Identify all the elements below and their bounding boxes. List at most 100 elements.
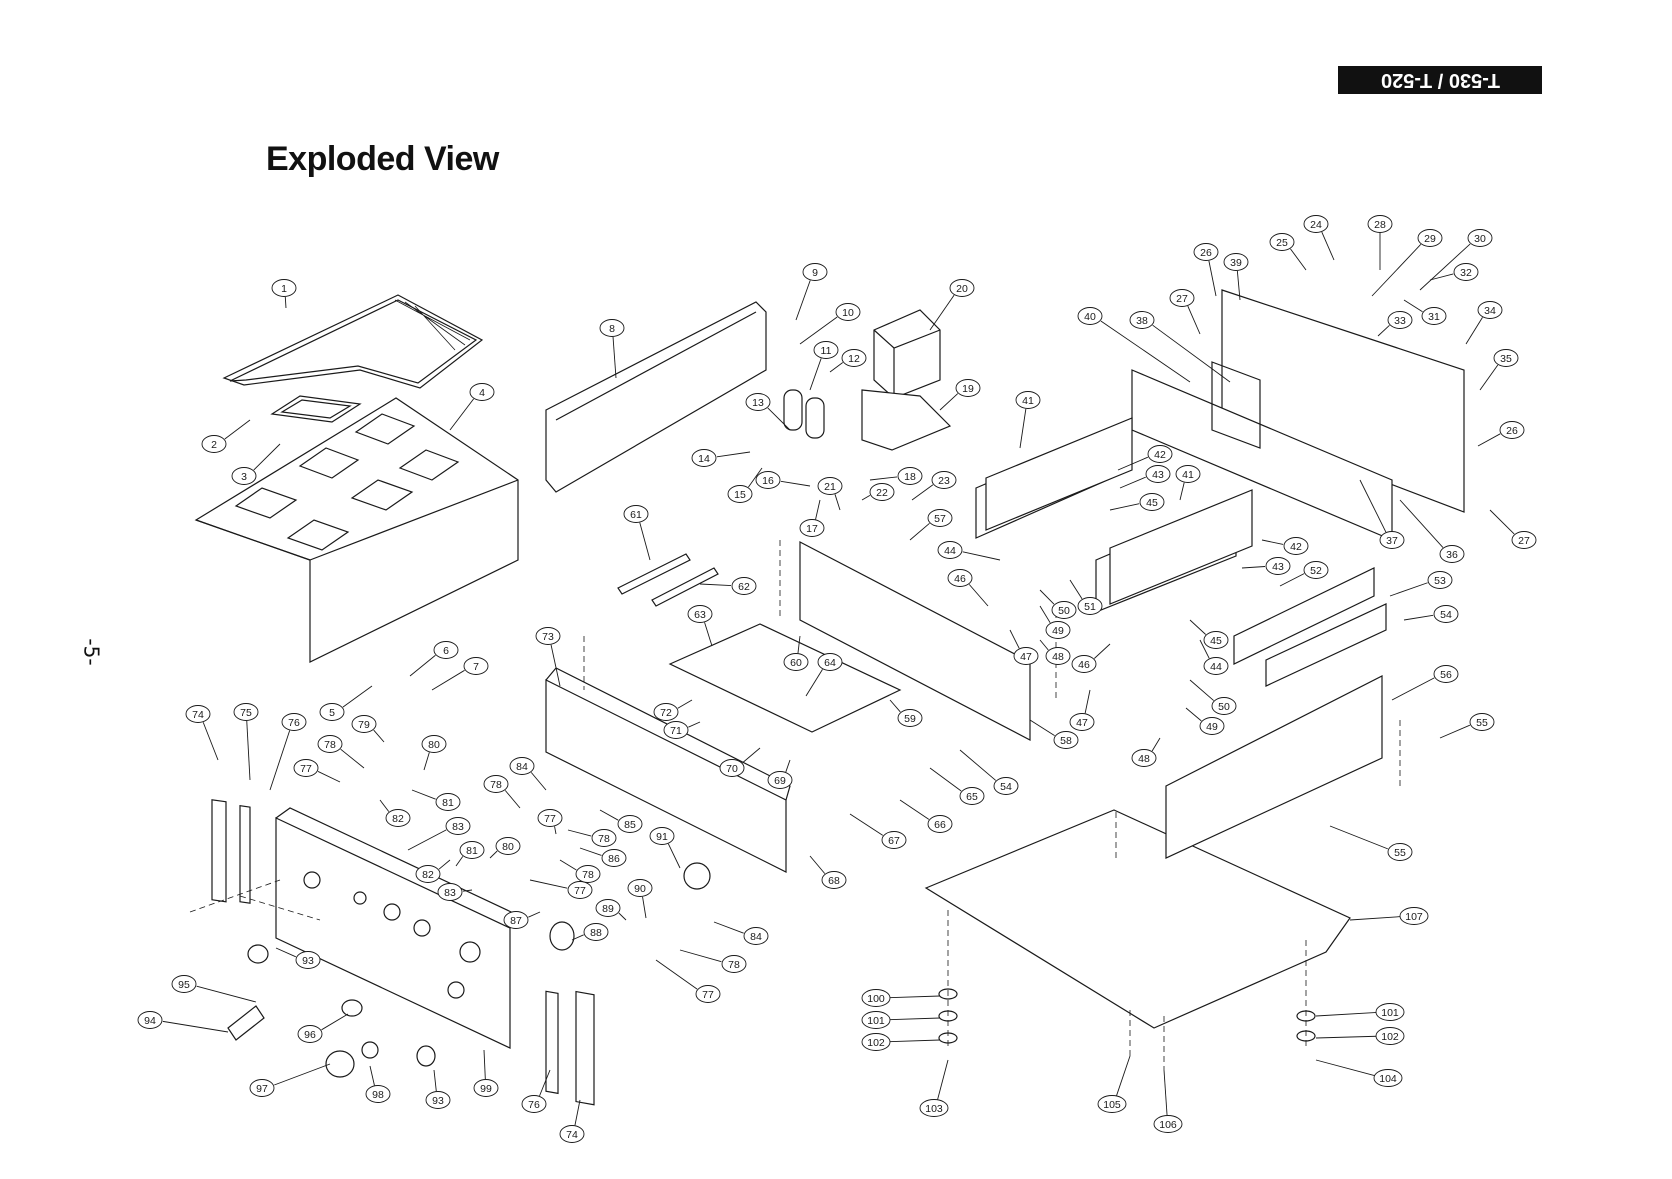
callout-label-78: 78 [324, 739, 336, 751]
callout-54: 54 [959, 749, 1019, 795]
callout-36: 36 [1399, 499, 1465, 563]
callout-leader-64 [805, 669, 823, 697]
callout-bubble-98 [365, 1085, 391, 1103]
callout-99: 99 [473, 1049, 499, 1097]
callout-6: 6 [409, 641, 459, 677]
callout-bubble-42 [1283, 537, 1309, 555]
transformer-bracket [861, 389, 952, 451]
callout-bubble-48 [1131, 749, 1157, 767]
callout-bubble-35 [1493, 349, 1519, 367]
callout-label-1: 1 [281, 283, 287, 295]
callout-leader-63 [704, 622, 713, 647]
callout-leader-16 [780, 480, 811, 487]
main-board [668, 623, 902, 733]
callout-59: 59 [889, 699, 923, 727]
callout-leader-84 [530, 772, 547, 791]
callout-bubble-13 [745, 393, 771, 411]
callout-26: 26 [1193, 243, 1219, 297]
callout-bubble-61 [623, 505, 649, 523]
callout-bubble-90 [627, 879, 653, 897]
callout-1: 1 [271, 279, 297, 309]
callout-leader-9 [795, 280, 811, 321]
callout-58: 58 [1029, 719, 1079, 749]
callout-77: 77 [529, 879, 593, 899]
callout-81: 81 [411, 789, 461, 811]
callout-62: 62 [699, 577, 757, 595]
callout-bubble-60 [783, 653, 809, 671]
callout-9: 9 [795, 263, 828, 321]
callout-bubble-53 [1427, 571, 1453, 589]
callout-bubble-17 [799, 519, 825, 537]
callout-65: 65 [929, 767, 985, 805]
callout-leader-18 [869, 476, 898, 481]
callout-label-25: 25 [1276, 237, 1288, 249]
callout-label-44: 44 [944, 545, 956, 557]
callout-82: 82 [379, 799, 411, 827]
callout-bubble-47 [1069, 713, 1095, 731]
callout-bubble-77 [695, 985, 721, 1003]
callout-label-7: 7 [473, 661, 479, 673]
callout-101: 101 [1315, 1003, 1405, 1021]
callout-bubble-43 [1145, 465, 1171, 483]
callout-label-76: 76 [528, 1099, 540, 1111]
bottom-plate [924, 675, 1383, 1029]
callout-label-101: 101 [867, 1015, 885, 1027]
callout-83: 83 [407, 817, 471, 851]
callout-bubble-43 [1265, 557, 1291, 575]
callout-label-61: 61 [630, 509, 642, 521]
callout-bubble-85 [617, 815, 643, 833]
control-knobs [227, 862, 711, 1078]
callout-bubble-78 [591, 829, 617, 847]
callout-leader-48 [1151, 737, 1161, 752]
callout-104: 104 [1315, 1059, 1403, 1087]
callout-label-51: 51 [1084, 601, 1096, 613]
callout-bubble-47 [1013, 647, 1039, 665]
callout-77: 77 [537, 809, 563, 835]
callout-bubble-82 [415, 865, 441, 883]
callout-48: 48 [1131, 737, 1161, 767]
callout-44: 44 [937, 541, 1001, 561]
callout-label-27: 27 [1176, 293, 1188, 305]
callout-label-105: 105 [1103, 1099, 1121, 1111]
callout-label-88: 88 [590, 927, 602, 939]
callout-label-34: 34 [1484, 305, 1496, 317]
callout-leader-50 [1189, 679, 1214, 701]
callout-81: 81 [455, 841, 485, 867]
callout-105: 105 [1097, 1055, 1131, 1113]
callout-bubble-76 [281, 713, 307, 731]
amplifier-board-left [975, 417, 1133, 539]
callout-leader-104 [1315, 1059, 1376, 1077]
callout-label-59: 59 [904, 713, 916, 725]
callout-bubble-59 [897, 709, 923, 727]
callout-bubble-3 [231, 467, 257, 485]
callout-bubble-33 [1387, 311, 1413, 329]
callout-78: 78 [317, 735, 365, 769]
callout-leader-29 [1371, 244, 1422, 297]
callout-leader-41 [1019, 408, 1027, 449]
filter-capacitors [783, 389, 825, 439]
callout-label-19: 19 [962, 383, 974, 395]
callout-leader-78 [340, 748, 365, 769]
callout-2: 2 [201, 419, 251, 453]
callout-label-20: 20 [956, 283, 968, 295]
callout-50: 50 [1189, 679, 1237, 715]
callout-bubble-78 [575, 865, 601, 883]
callout-bubble-75 [233, 703, 259, 721]
callout-bubble-29 [1417, 229, 1443, 247]
callout-leader-13 [767, 407, 791, 431]
callout-label-43: 43 [1272, 561, 1284, 573]
callout-leader-93 [275, 947, 297, 958]
callout-bubble-77 [537, 809, 563, 827]
callout-leader-1 [284, 296, 287, 309]
callout-bubble-18 [897, 467, 923, 485]
callout-bubble-4 [469, 383, 495, 401]
callout-48: 48 [1039, 639, 1071, 665]
callout-leader-82 [379, 799, 390, 812]
callout-label-96: 96 [304, 1029, 316, 1041]
callout-55: 55 [1439, 713, 1495, 739]
callout-leader-81 [455, 856, 464, 867]
callout-leader-103 [937, 1059, 949, 1100]
callout-label-78: 78 [582, 869, 594, 881]
callout-74: 74 [185, 705, 219, 761]
callout-leader-10 [799, 316, 838, 345]
